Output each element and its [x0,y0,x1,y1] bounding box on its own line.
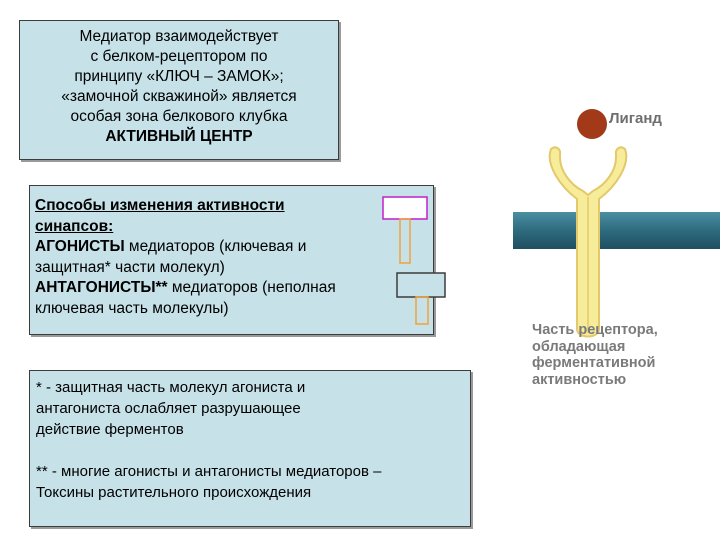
note-spacer [36,440,470,461]
agonists-line: АГОНИСТЫ медиаторов (ключевая и [35,237,433,258]
receptor-caption-line-4: активностью [532,371,627,388]
agonist-key-icon [382,196,428,264]
receptor-caption-line-1: Часть рецептора, [532,322,658,338]
note-1-line-2: антагониста ослабляет разрушающее [36,400,301,417]
antagonists-line-2: ключевая часть молекулы) [35,299,229,317]
mediator-line-2: с белком-рецептором по [90,48,268,65]
mediator-line-3: принципу «КЛЮЧ – ЗАМОК»; [74,68,284,85]
receptor-caption-line-3: ферментативной [532,355,656,371]
receptor-caption: Часть рецептора, обладающая ферментативн… [532,322,658,388]
methods-heading-1: Способы изменения активности [35,197,285,214]
mediator-info-box: Медиатор взаимодействует с белком-рецепт… [19,20,339,160]
cell-membrane [513,212,720,249]
ligand-label: Лиганд [609,110,662,127]
note-2-line-2: Токсины растительного происхождения [36,484,312,501]
antagonists-desc: медиаторов (неполная [167,279,336,296]
receptor-caption-line-2: обладающая [532,338,626,355]
agonists-line-2: защитная* части молекул) [35,258,225,276]
antagonists-line: АНТАГОНИСТЫ** медиаторов (неполная [35,278,433,299]
mediator-line-5: особая зона белкового клубка [70,108,288,125]
active-center-label: АКТИВНЫЙ ЦЕНТР [105,128,253,145]
receptor-illustration [513,109,720,338]
methods-heading-2: синапсов: [35,217,114,235]
agonists-desc: медиаторов (ключевая и [124,238,307,255]
antagonists-term: АНТАГОНИСТЫ** [35,279,168,296]
notes-box: * - защитная часть молекул агониста и ан… [29,370,471,527]
antagonist-key-icon [396,272,446,325]
methods-box: Способы изменения активности синапсов: А… [29,185,434,335]
note-1-line-1: * - защитная часть молекул агониста и [36,379,306,396]
mediator-line-1: Медиатор взаимодействует [79,28,279,45]
note-2-line-1: ** - многие агонисты и антагонисты медиа… [36,463,382,480]
ligand-icon [577,109,607,139]
mediator-line-4: «замочной скважиной» является [61,88,297,105]
note-1-line-3: действие ферментов [36,421,184,438]
agonists-term: АГОНИСТЫ [35,238,125,255]
